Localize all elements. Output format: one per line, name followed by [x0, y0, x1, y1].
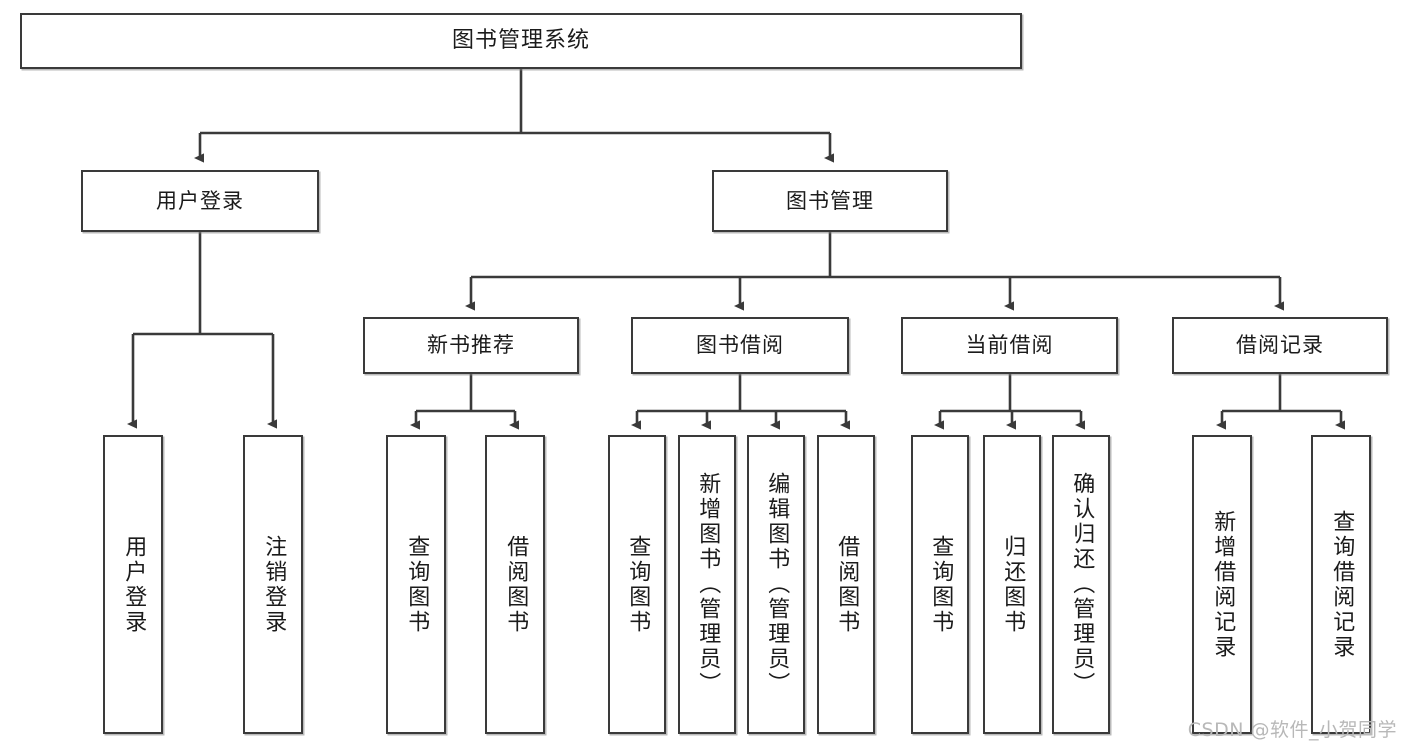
node-borrow-record[interactable]: 借阅记录: [1172, 317, 1388, 374]
node-leaf-query-book-2-label: 查询图书: [625, 534, 651, 635]
node-leaf-borrow-book-2-label: 借阅图书: [834, 534, 860, 635]
node-user-login-label: 用户登录: [156, 188, 244, 213]
node-leaf-borrow-book-1-label: 借阅图书: [503, 534, 529, 635]
node-leaf-user-logout[interactable]: 注销登录: [243, 435, 303, 734]
node-leaf-return-book[interactable]: 归还图书: [983, 435, 1041, 734]
node-leaf-confirm-return-label: 确认归还（管理员）: [1069, 472, 1095, 697]
node-leaf-query-borrow-record-label: 查询借阅记录: [1329, 509, 1355, 660]
node-leaf-user-login-label: 用户登录: [121, 534, 147, 635]
node-leaf-user-logout-label: 注销登录: [261, 534, 287, 635]
node-leaf-edit-book-label: 编辑图书（管理员）: [764, 472, 790, 697]
node-leaf-query-book-3-label: 查询图书: [928, 534, 954, 635]
node-root-label: 图书管理系统: [451, 28, 590, 54]
node-leaf-query-book-1[interactable]: 查询图书: [386, 435, 446, 734]
node-current-borrow[interactable]: 当前借阅: [901, 317, 1118, 374]
node-book-borrow-label: 图书借阅: [696, 333, 784, 358]
node-leaf-confirm-return[interactable]: 确认归还（管理员）: [1052, 435, 1110, 734]
node-leaf-return-book-label: 归还图书: [1000, 534, 1026, 635]
node-root[interactable]: 图书管理系统: [20, 13, 1022, 69]
node-book-manage-label: 图书管理: [786, 188, 874, 213]
node-leaf-add-book-label: 新增图书（管理员）: [695, 472, 721, 697]
node-leaf-query-book-3[interactable]: 查询图书: [911, 435, 969, 734]
node-leaf-user-login[interactable]: 用户登录: [103, 435, 163, 734]
node-book-borrow[interactable]: 图书借阅: [631, 317, 849, 374]
node-leaf-borrow-book-2[interactable]: 借阅图书: [817, 435, 875, 734]
node-book-manage[interactable]: 图书管理: [712, 170, 948, 232]
node-user-login[interactable]: 用户登录: [81, 170, 319, 232]
node-new-book-recommend[interactable]: 新书推荐: [363, 317, 579, 374]
node-current-borrow-label: 当前借阅: [965, 333, 1054, 358]
node-leaf-query-borrow-record[interactable]: 查询借阅记录: [1311, 435, 1371, 734]
node-leaf-query-book-1-label: 查询图书: [404, 534, 430, 635]
watermark: CSDN @软件_小贺同学: [1187, 719, 1397, 741]
node-leaf-query-book-2[interactable]: 查询图书: [608, 435, 666, 734]
node-leaf-edit-book[interactable]: 编辑图书（管理员）: [747, 435, 805, 734]
node-leaf-add-book[interactable]: 新增图书（管理员）: [678, 435, 736, 734]
node-leaf-add-borrow-record[interactable]: 新增借阅记录: [1192, 435, 1252, 734]
node-new-book-recommend-label: 新书推荐: [427, 333, 515, 358]
node-leaf-borrow-book-1[interactable]: 借阅图书: [485, 435, 545, 734]
node-leaf-add-borrow-record-label: 新增借阅记录: [1210, 509, 1236, 660]
node-borrow-record-label: 借阅记录: [1236, 333, 1324, 358]
